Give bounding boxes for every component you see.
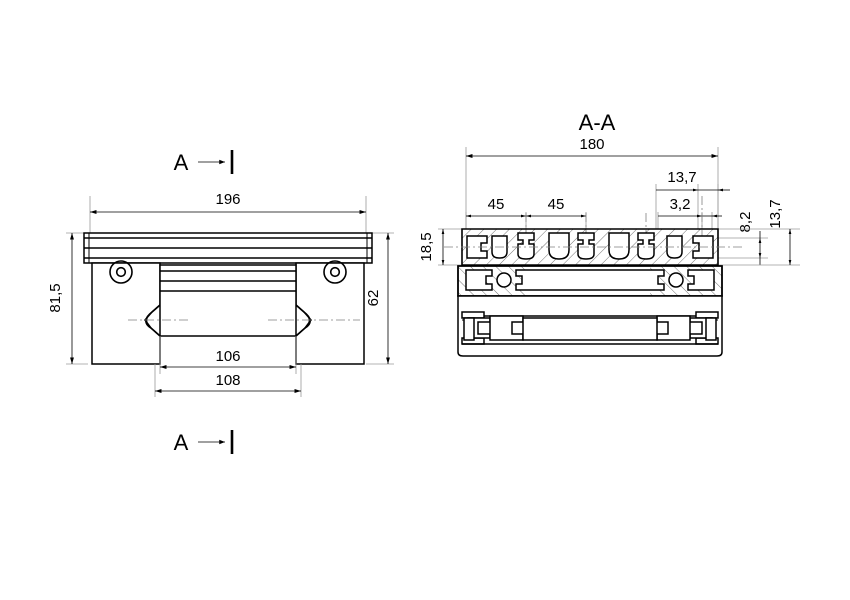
dim-body-height-62: 62 — [365, 232, 394, 365]
section-marker-bottom: A — [174, 430, 234, 455]
dim-inner-width-108: 108 — [154, 364, 302, 397]
section-lower-body — [457, 295, 723, 357]
dim-profile-height-137-text: 13,7 — [767, 199, 784, 228]
dim-overall-height-815: 81,5 — [47, 232, 88, 365]
dim-overall-width-196: 196 — [89, 191, 367, 233]
section-view-title: A-A — [579, 110, 616, 135]
front-view-center-plate — [159, 264, 297, 337]
dim-overall-width-196-text: 196 — [215, 191, 240, 208]
dim-rib-width-32-text: 3,2 — [670, 196, 691, 213]
section-top-profile — [444, 228, 742, 266]
dim-slot-depth-82: 8,2 — [718, 212, 768, 265]
dim-slot-pitch-45-a-text: 45 — [488, 196, 505, 213]
dim-body-height-62-text: 62 — [365, 290, 382, 307]
dim-overall-height-815-text: 81,5 — [47, 283, 64, 312]
section-marker-top-label: A — [174, 150, 189, 175]
front-view-top-rail — [83, 232, 373, 264]
section-marker-bottom-label: A — [174, 430, 189, 455]
dim-slot-depth-82-text: 8,2 — [737, 212, 754, 233]
dim-inner-width-108-text: 108 — [215, 372, 240, 389]
dim-inner-width-106: 106 — [159, 336, 297, 374]
section-marker-top: A — [174, 150, 234, 175]
dim-profile-height-137: 13,7 — [718, 199, 800, 266]
dim-edge-offset-137: 13,7 — [655, 169, 730, 229]
section-view-group: A-A 180 13,7 3,2 — [418, 110, 800, 357]
dim-edge-offset-137-text: 13,7 — [667, 169, 696, 186]
front-view-right-block — [295, 260, 365, 365]
front-view-group: A 196 81,5 62 — [47, 150, 394, 455]
dim-plate-thickness-185-text: 18,5 — [418, 232, 435, 261]
section-middle-band — [457, 265, 723, 297]
dim-rib-width-32: 3,2 — [657, 196, 722, 229]
dim-plate-thickness-185: 18,5 — [418, 228, 462, 266]
dim-section-width-180-text: 180 — [579, 136, 604, 153]
dim-inner-width-106-text: 106 — [215, 348, 240, 365]
front-view-left-block — [91, 260, 161, 365]
dim-slot-pitch-45-b-text: 45 — [548, 196, 565, 213]
